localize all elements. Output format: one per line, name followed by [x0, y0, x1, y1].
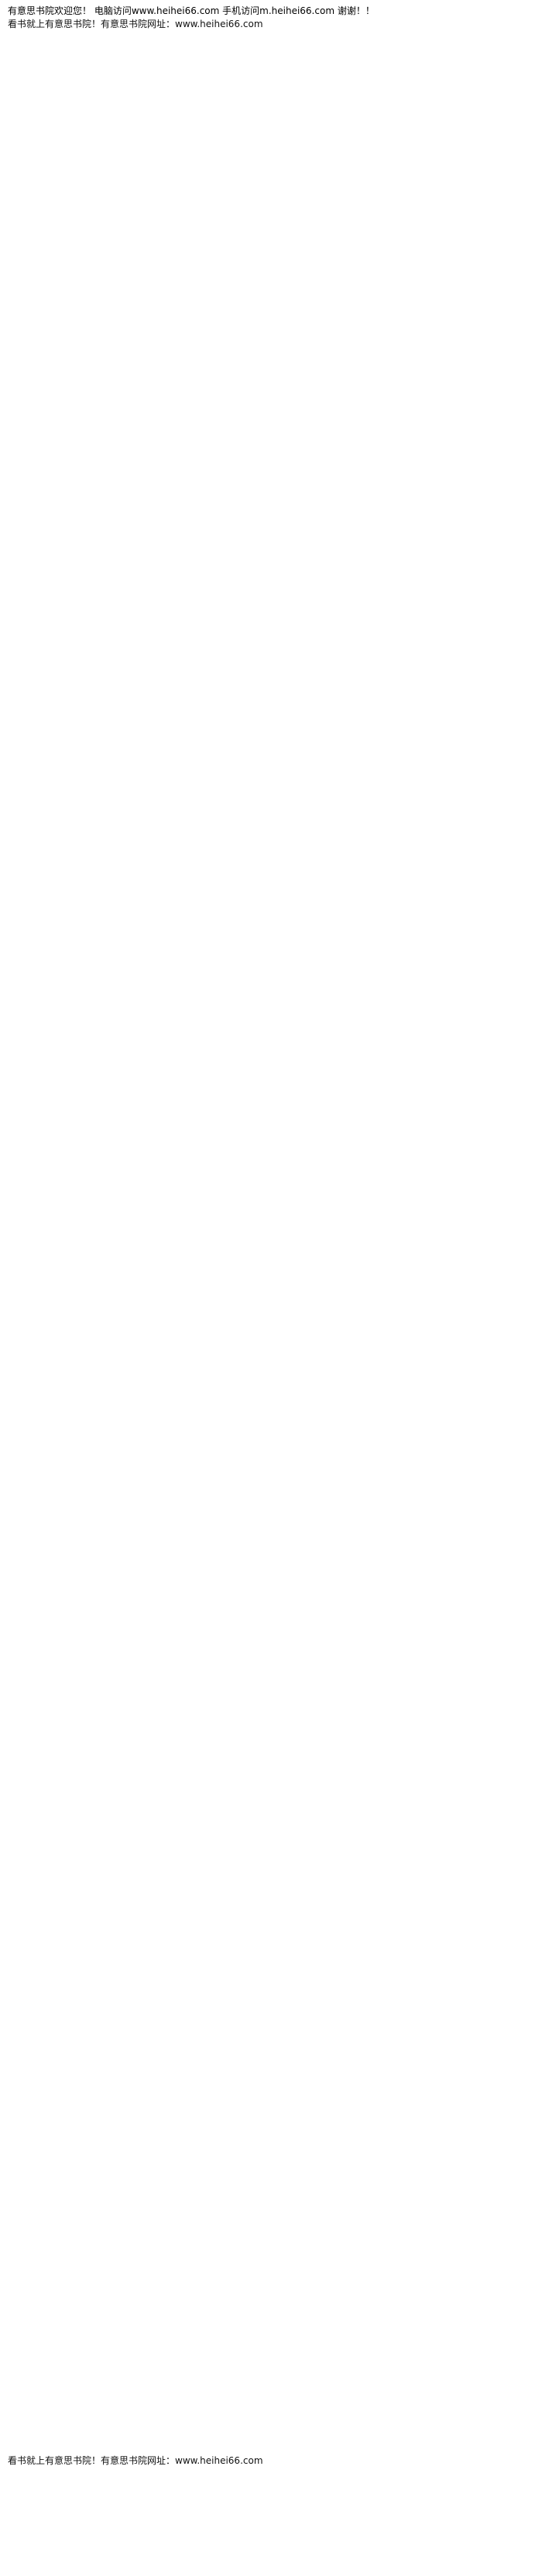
paragraph: [8, 34, 534, 56]
paragraph: [8, 193, 534, 214]
paragraph: [8, 288, 534, 310]
paragraph: [8, 352, 534, 373]
paragraph: [8, 605, 534, 627]
paragraph: [8, 828, 534, 849]
paragraph: [8, 796, 534, 818]
paragraph: [8, 383, 534, 405]
chapter-body: [8, 34, 534, 2437]
paragraph: [8, 955, 534, 976]
paragraph: [8, 415, 534, 437]
paragraph: [8, 923, 534, 945]
paragraph: [8, 447, 534, 468]
paragraph: [8, 256, 534, 278]
paragraph: [8, 701, 534, 722]
site-banner: 有意思书院欢迎您！ 电脑访问www.heihei66.com 手机访问m.hei…: [8, 5, 375, 16]
paragraph: [8, 161, 534, 183]
paragraph: [8, 320, 534, 341]
paragraph: [8, 732, 534, 754]
paragraph: [8, 764, 534, 786]
site-promo-line: 看书就上有意思书院！有意思书院网址：www.heihei66.com: [8, 19, 263, 29]
paragraph: [8, 1018, 534, 1040]
paragraph: [8, 66, 534, 87]
paragraph: [8, 478, 534, 500]
paragraph: [8, 129, 534, 151]
paragraph: [8, 891, 534, 913]
paragraph: [8, 542, 534, 564]
paragraph: [8, 986, 534, 1008]
footer-promo-line: 看书就上有意思书院！有意思书院网址：www.heihei66.com: [8, 2455, 263, 2466]
paragraph: [8, 1050, 534, 1072]
paragraph: [8, 669, 534, 691]
paragraph: [8, 859, 534, 881]
paragraph: [8, 225, 534, 246]
paragraph: [8, 637, 534, 659]
paragraph: [8, 510, 534, 532]
paragraph: [8, 1082, 534, 1103]
paragraph: [8, 574, 534, 595]
paragraph: [8, 98, 534, 119]
